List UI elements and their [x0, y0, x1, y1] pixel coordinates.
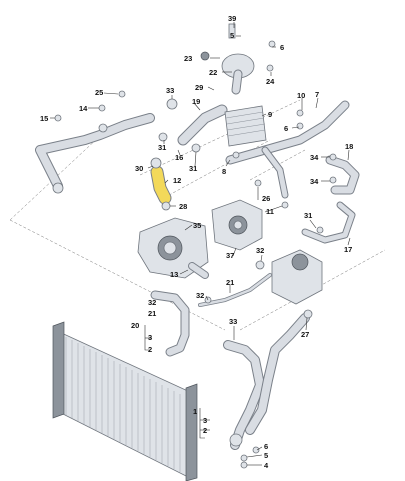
label-35: 35	[193, 221, 201, 230]
label-32-b: 32	[196, 291, 204, 300]
label-2: 2	[148, 345, 152, 354]
coolant-pipe-7	[225, 100, 350, 199]
hose-17	[301, 201, 356, 244]
leader-lines	[50, 22, 351, 466]
label-3-b: 3	[203, 416, 207, 425]
label-33-b: 33	[229, 317, 237, 326]
label-24: 24	[266, 77, 275, 86]
label-6-b: 6	[284, 124, 288, 133]
water-pump	[137, 217, 209, 279]
flange-37	[211, 199, 263, 251]
hose-18	[325, 155, 360, 195]
label-25: 25	[95, 88, 103, 97]
label-26: 26	[262, 194, 270, 203]
lower-coolant-hose	[223, 313, 310, 450]
label-29: 29	[195, 83, 203, 92]
label-32: 32	[256, 246, 264, 255]
label-3: 3	[148, 333, 152, 342]
coolant-module-27	[271, 249, 323, 305]
oil-cooler	[224, 105, 267, 147]
label-34-b: 34	[310, 177, 319, 186]
small-fittings	[54, 40, 337, 469]
pipe-21	[198, 273, 272, 307]
label-5-b: 5	[264, 451, 268, 460]
label-4: 4	[264, 461, 269, 470]
label-19: 19	[192, 97, 200, 106]
label-37: 37	[226, 251, 234, 260]
label-14: 14	[79, 104, 88, 113]
label-16: 16	[175, 153, 183, 162]
label-6-c: 6	[264, 442, 268, 451]
label-27: 27	[301, 330, 309, 339]
label-1: 1	[193, 407, 197, 416]
label-10: 10	[297, 91, 305, 100]
label-39: 39	[228, 14, 236, 23]
label-13: 13	[170, 270, 178, 279]
label-34: 34	[310, 153, 319, 162]
label-6: 6	[280, 43, 284, 52]
label-32-c: 32	[148, 298, 156, 307]
hose-20	[150, 290, 190, 357]
label-21-b: 21	[148, 309, 156, 318]
label-12: 12	[173, 176, 181, 185]
label-18: 18	[345, 142, 353, 151]
part-labels: 39 5 6 23 22 24 29 33 19 9 25 14 15 10 7…	[40, 14, 353, 470]
label-31-b: 31	[189, 164, 197, 173]
label-21: 21	[226, 278, 234, 287]
label-5: 5	[230, 31, 234, 40]
label-30: 30	[135, 164, 143, 173]
label-31-c: 31	[304, 211, 312, 220]
label-33: 33	[166, 86, 174, 95]
radiator	[52, 321, 198, 481]
coolant-pipe-upper-left	[35, 113, 155, 194]
label-15: 15	[40, 114, 48, 123]
label-17: 17	[344, 245, 352, 254]
label-20: 20	[131, 321, 139, 330]
label-31: 31	[158, 143, 166, 152]
hose-19	[177, 104, 228, 146]
label-11: 11	[266, 207, 274, 216]
label-7: 7	[315, 90, 319, 99]
label-28: 28	[179, 202, 187, 211]
label-8: 8	[222, 167, 226, 176]
label-2-b: 2	[203, 426, 207, 435]
label-22: 22	[209, 68, 217, 77]
label-9: 9	[268, 110, 272, 119]
hose-12-highlighted	[150, 165, 172, 205]
label-23: 23	[184, 54, 192, 63]
thermostat-housing	[200, 23, 255, 95]
